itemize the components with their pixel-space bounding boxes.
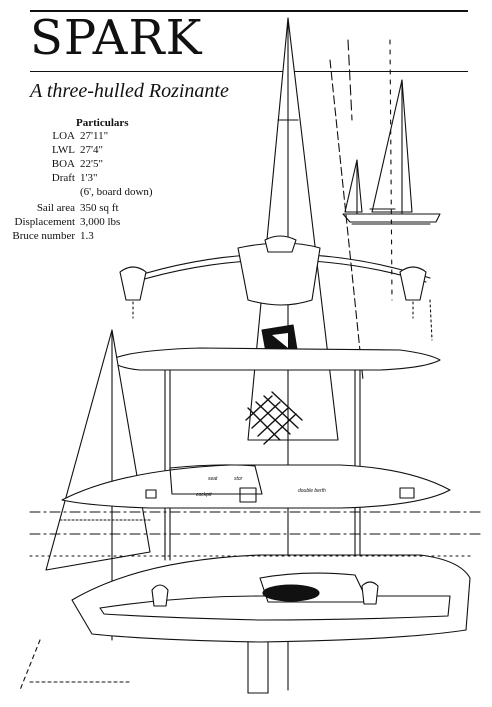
spec-label: Draft [51,172,75,184]
top-rule [30,10,468,12]
spec-value: 27'11" [80,130,109,142]
spec-value: 27'4" [80,144,103,156]
front-view-hulls [119,235,431,319]
title-underline [30,71,468,72]
profile-view-hull [71,554,471,694]
side-profile-illustration [342,79,441,225]
spec-value: (6', board down) [80,186,153,198]
plan-view-crossbeam [109,347,441,561]
plan-label-cockpit: cockpit [196,492,212,498]
spec-label: LOA [52,130,75,142]
spec-label: BOA [51,158,75,170]
plan-label-double-berth: double berth [298,488,326,494]
plan-view-deck [29,464,481,535]
spec-value: 22'5" [80,158,103,170]
plan-label-seat: seat [208,476,218,482]
spec-label: LWL [51,144,75,156]
page-subtitle: A three-hulled Rozinante [30,80,229,102]
plan-label-stor: stor [234,476,243,482]
crosshatch-detail [245,391,303,445]
spec-label: Displacement [14,216,75,228]
spec-value: 3,000 lbs [80,216,121,228]
particulars-heading: Particulars [76,117,129,129]
spec-label: Bruce number [12,230,75,242]
spec-value: 350 sq ft [80,202,119,214]
spec-value: 1'3" [80,172,98,184]
spec-label: Sail area [36,202,75,214]
spec-value: 1.3 [80,230,94,242]
page-title: SPARK [30,10,203,66]
